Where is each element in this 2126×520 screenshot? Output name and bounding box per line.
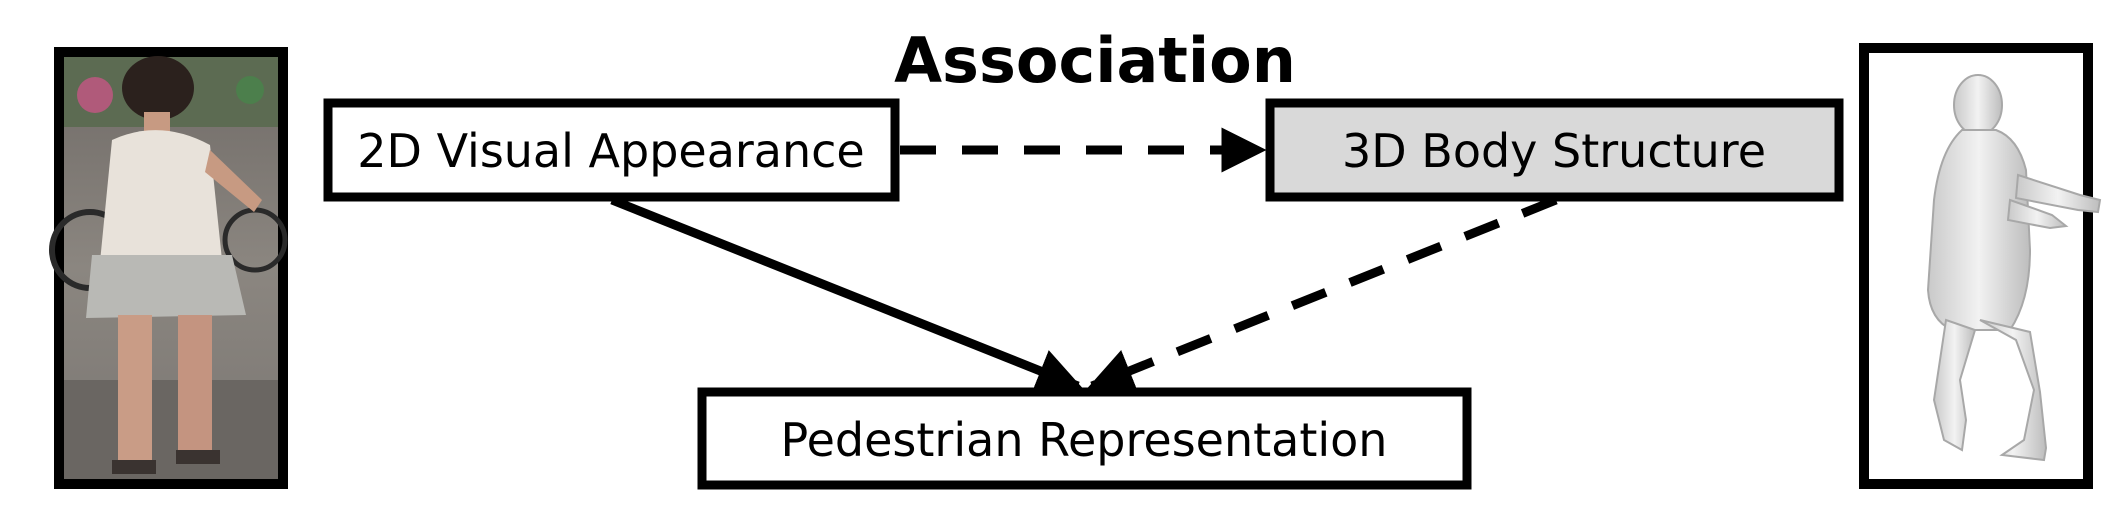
appearance-to-representation-arrow xyxy=(610,195,1083,392)
structure-label: 3D Body Structure xyxy=(1342,124,1766,178)
representation-box xyxy=(697,387,1472,490)
structure-to-representation-arrow xyxy=(1087,195,1558,392)
body-mesh-image xyxy=(1859,43,2102,489)
appearance-node: 2D Visual Appearance xyxy=(323,98,900,202)
appearance-label: 2D Visual Appearance xyxy=(357,124,864,178)
representation-label: Pedestrian Representation xyxy=(781,413,1388,467)
appearance-box xyxy=(323,98,900,202)
pedestrian-photo xyxy=(49,47,288,489)
pedestrian-photo-icon xyxy=(49,56,288,479)
diagram-title: Association xyxy=(894,24,1296,97)
representation-node: Pedestrian Representation xyxy=(697,387,1472,490)
3d-body-mesh-icon xyxy=(1926,74,2102,462)
structure-node: 3D Body Structure xyxy=(1265,98,1844,202)
